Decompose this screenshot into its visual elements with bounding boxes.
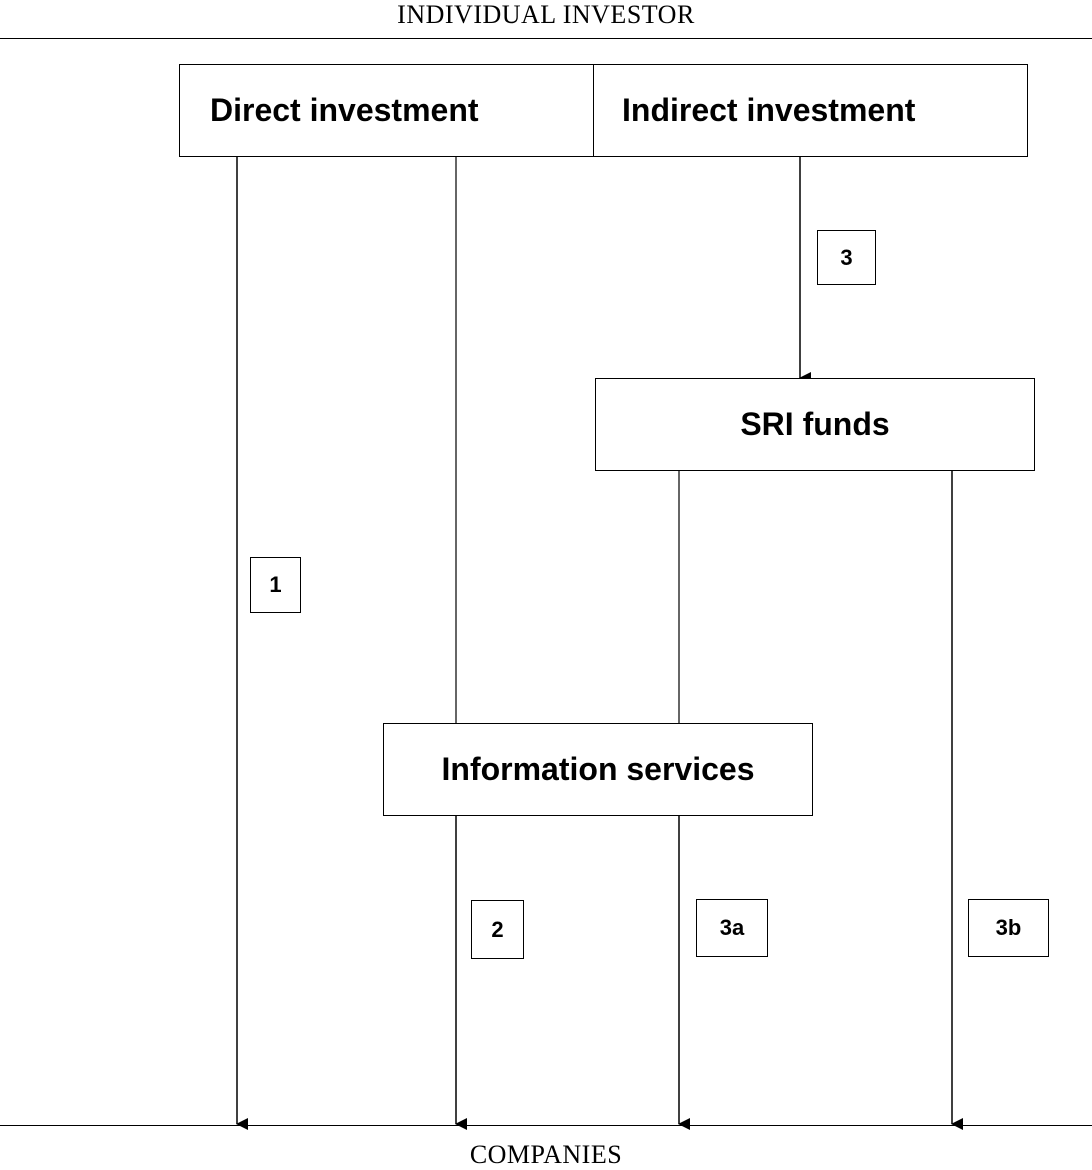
- individual-investor-label: INDIVIDUAL INVESTOR: [397, 0, 695, 29]
- top-divider: [0, 38, 1092, 39]
- information-services-box: Information services: [383, 723, 813, 816]
- sri-funds-box: SRI funds: [595, 378, 1035, 471]
- direct-investment-label: Direct investment: [210, 92, 479, 128]
- bottom-divider: [0, 1125, 1092, 1126]
- indirect-investment-box: Indirect investment: [593, 64, 1028, 157]
- path-label-3b: 3b: [968, 899, 1049, 957]
- path-label-3: 3: [817, 230, 876, 285]
- indirect-investment-label: Indirect investment: [622, 92, 916, 128]
- path-label-1: 1: [250, 557, 301, 613]
- path-label-3a: 3a: [696, 899, 768, 957]
- information-services-label: Information services: [441, 751, 755, 787]
- sri-funds-label: SRI funds: [740, 406, 890, 442]
- direct-investment-box: Direct investment: [179, 64, 594, 157]
- companies-label: COMPANIES: [469, 1140, 623, 1169]
- path-label-2: 2: [471, 900, 524, 959]
